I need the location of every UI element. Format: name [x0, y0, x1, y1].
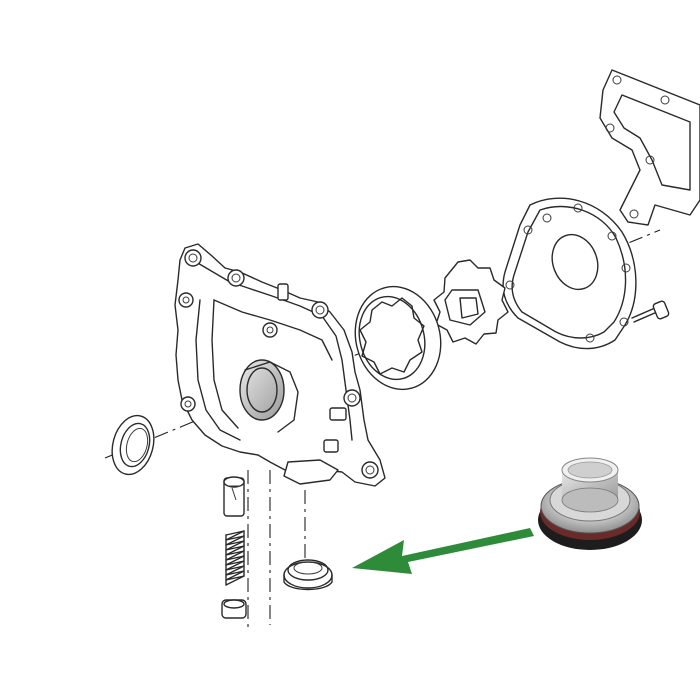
- spring-icon: [225, 530, 245, 586]
- pump-body-icon: [174, 243, 386, 487]
- outer-rotor-ring-icon: [354, 285, 442, 391]
- seal-ring-icon: [111, 414, 155, 476]
- arrow-icon: [352, 528, 534, 574]
- gasket-icon: [599, 69, 700, 226]
- cover-plate-icon: [502, 197, 637, 350]
- pickup-seal-icon: [283, 559, 333, 591]
- plug-icon: [221, 599, 247, 619]
- plunger-icon: [223, 476, 245, 517]
- screw-icon: [631, 300, 670, 323]
- seal-ring-photo-icon: [538, 457, 642, 550]
- gear-rotor-icon: [433, 259, 509, 345]
